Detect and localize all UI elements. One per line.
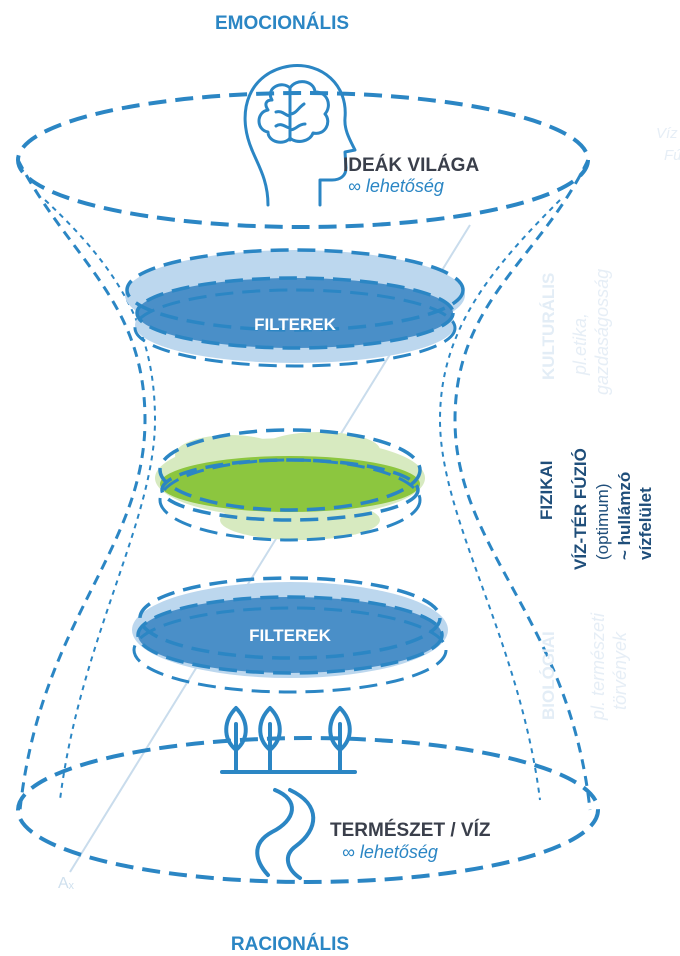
nature-subtitle: ∞ lehetőség [342,842,438,862]
biological-note-1: pl. természeti [588,612,608,721]
physical-note-1: VÍZ-TÉR FÚZIÓ [571,448,590,570]
green-fusion-disc [155,428,425,542]
physical-note-4: vízfelület [636,487,655,560]
edge-text-1: Víz [656,125,678,142]
biological-note-2: törvények [610,631,630,710]
ideas-subtitle: ∞ lehetőség [348,176,444,196]
top-label: EMOCIONÁLIS [215,12,349,34]
cultural-label: KULTURÁLIS [539,273,558,380]
physical-note-2: (optimum) [593,483,612,560]
bottom-label: RACIONÁLIS [231,933,349,955]
top-ellipse [16,91,590,229]
filter-top-label: FILTEREK [254,315,337,334]
biological-label: BIOLÓGIAI [539,631,558,720]
top-filter-disc [125,248,465,368]
cultural-note-2: gazdaságosság [592,269,612,395]
bottom-filter-disc [132,576,448,694]
nature-title: TERMÉSZET / VÍZ [330,819,491,841]
axis-label: Aₓ [58,875,75,892]
outer-hourglass-outline [16,159,592,811]
cultural-note-1: pl.etika, [570,313,590,376]
brain-head-icon [243,64,357,207]
edge-text-2: Fú [664,147,680,164]
physical-note-3: ~ hullámzó [615,472,634,560]
filter-bottom-label: FILTEREK [249,626,332,645]
trees-icon [220,706,357,880]
bottom-ellipse [16,736,600,884]
physical-label: FIZIKAI [537,461,556,521]
ideas-title: IDEÁK VILÁGA [343,154,479,176]
